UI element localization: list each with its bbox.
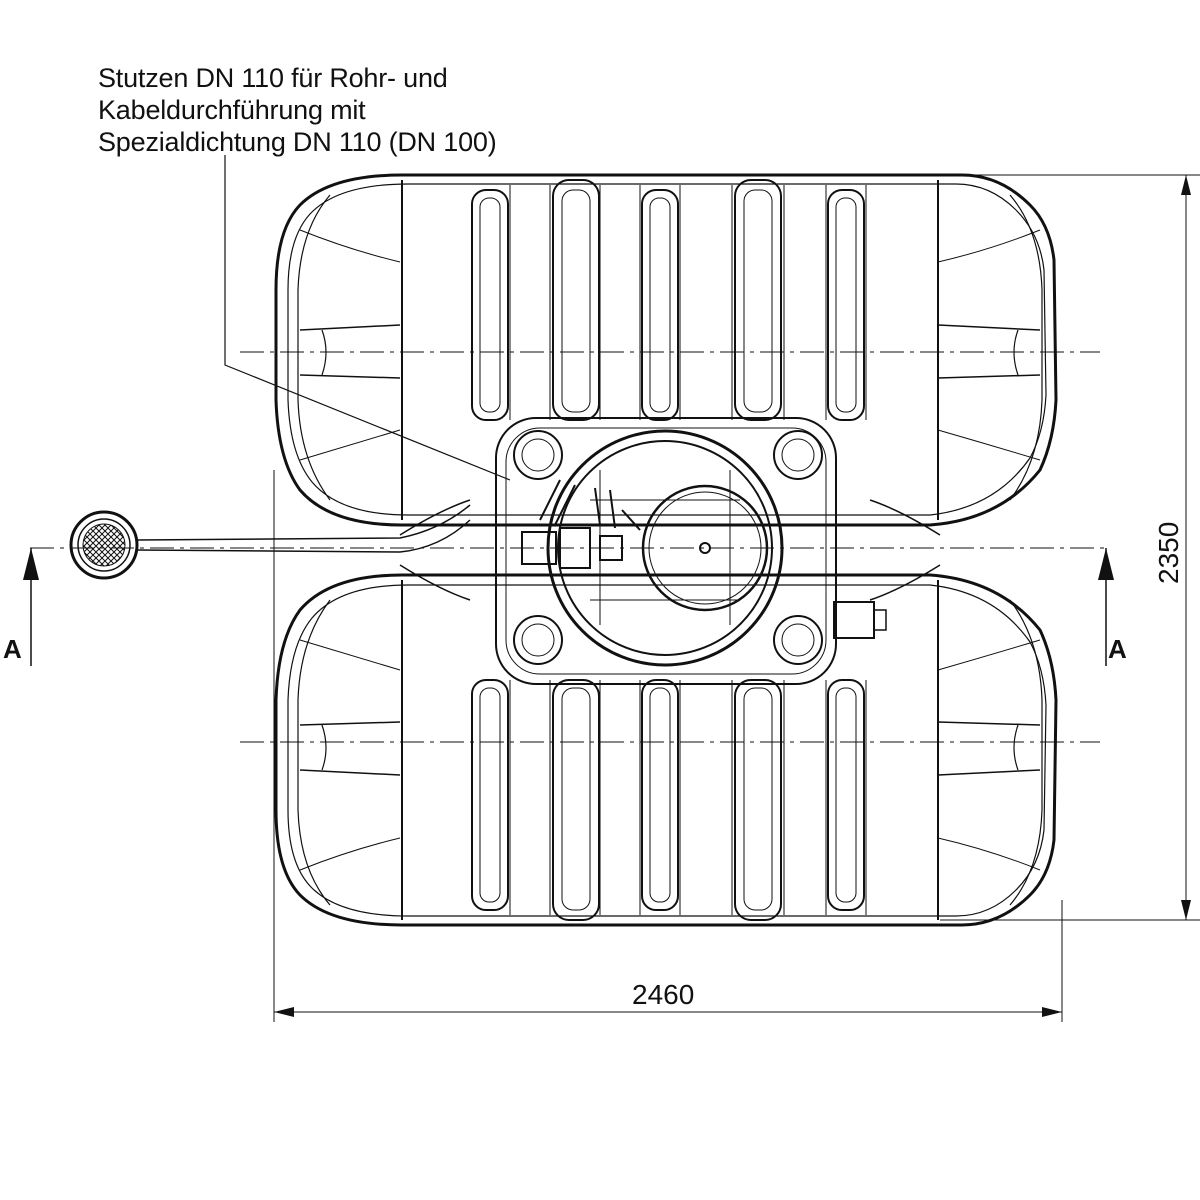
width-label: 2460	[632, 979, 694, 1010]
inlet-pipe	[136, 504, 471, 553]
section-label-left: A	[3, 634, 22, 664]
height-dimension: 2350	[940, 174, 1200, 921]
central-dome	[495, 417, 887, 685]
width-dimension: 2460	[273, 470, 1063, 1022]
section-label-right: A	[1108, 634, 1127, 664]
lower-tank	[274, 573, 1058, 927]
height-label: 2350	[1153, 522, 1184, 584]
callout-line-2: Kabeldurchführung mit	[98, 95, 366, 125]
section-marker-left: A	[3, 548, 39, 666]
connection-callout: Stutzen DN 110 für Rohr- und Kabeldurchf…	[98, 62, 497, 158]
callout-leader	[224, 155, 511, 481]
callout-line-3: Spezialdichtung DN 110 (DN 100)	[98, 127, 497, 157]
inlet-shaft-cover	[69, 510, 139, 580]
upper-tank	[274, 173, 1058, 527]
centerlines	[30, 351, 1110, 743]
callout-line-1: Stutzen DN 110 für Rohr- und	[98, 63, 448, 93]
section-marker-right: A	[1098, 548, 1127, 666]
